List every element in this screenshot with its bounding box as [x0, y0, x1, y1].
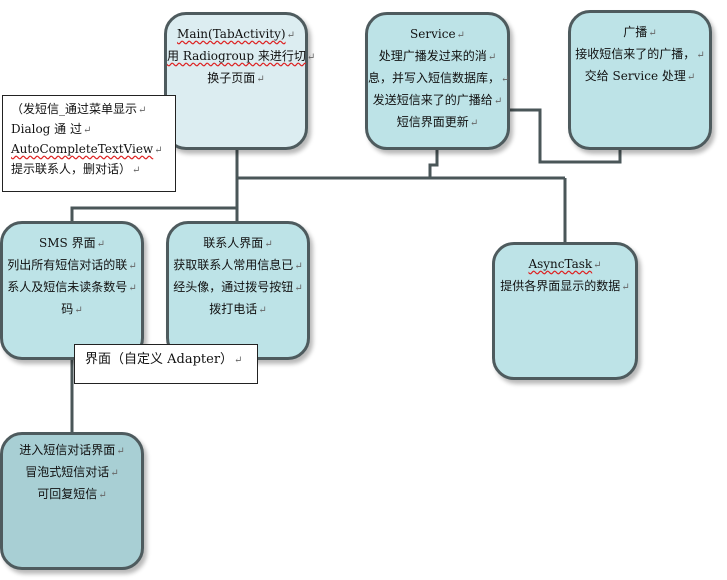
text-line-2: 获取联系人常用信息已↵ [173, 258, 303, 272]
text-line-4: 发送短信来了的广播给↵ [372, 93, 503, 107]
paragraph-mark-icon: ↵ [96, 239, 105, 250]
text-line-1: 进入短信对话界面↵ [19, 443, 125, 457]
paragraph-mark-icon: ↵ [456, 30, 465, 41]
text-line-3: 可回复短信↵ [37, 487, 107, 501]
text-line-4: 码↵ [61, 302, 83, 316]
main-tab-activity-node: Main(TabActivity)↵ 用 Radiogroup 来进行切↵ 换子页面… [164, 12, 316, 150]
paragraph-mark-icon: ↵ [286, 30, 295, 41]
paragraph-mark-icon: ↵ [110, 468, 119, 479]
paragraph-mark-icon: ↵ [487, 52, 497, 63]
paragraph-mark-icon: ↵ [264, 239, 273, 250]
paragraph-mark-icon: ↵ [128, 261, 137, 272]
conversation-screen-node: 进入短信对话界面↵ 冒泡式短信对话↵ 可回复短信↵ [0, 432, 144, 570]
paragraph-mark-icon: ↵ [128, 283, 137, 294]
broadcast-node: 广播↵ 接收短信来了的广播，↵ 交给 Service 处理↵ [568, 10, 712, 150]
paragraph-mark-icon: ↵ [83, 125, 92, 136]
text-line-4: 拨打电话↵ [209, 302, 267, 316]
connector-bus-service [428, 150, 439, 178]
paragraph-mark-icon: ↵ [294, 261, 303, 272]
paragraph-mark-icon: ↵ [258, 305, 267, 316]
text-line-2: 用 Radiogroup 来进行切↵ [167, 49, 316, 63]
text-line-2: 提供各界面显示的数据↵ [500, 279, 630, 293]
paragraph-mark-icon: ↵ [648, 28, 657, 39]
text-line-3: 息，并写入短信数据库，↵ [368, 71, 510, 85]
paragraph-mark-icon: ↵ [501, 74, 510, 85]
text-line-2: 冒泡式短信对话↵ [25, 465, 119, 479]
paragraph-mark-icon: ↵ [116, 446, 125, 457]
connector-service-broadcast [510, 108, 622, 164]
text-line-2: Dialog 通 过↵ [11, 122, 92, 136]
text-line-2: 列出所有短信对话的联↵ [7, 258, 137, 272]
paragraph-mark-icon: ↵ [306, 52, 316, 63]
dialog-note: （发短信_通过菜单显示↵ Dialog 通 过↵ AutoCompleteTextV… [2, 95, 176, 192]
paragraph-mark-icon: ↵ [132, 165, 141, 176]
paragraph-mark-icon: ↵ [256, 74, 265, 85]
paragraph-mark-icon: ↵ [138, 105, 147, 116]
paragraph-mark-icon: ↵ [234, 355, 243, 366]
paragraph-mark-icon: ↵ [74, 305, 83, 316]
paragraph-mark-icon: ↵ [696, 50, 705, 61]
paragraph-mark-icon: ↵ [154, 145, 163, 156]
text-line-2: 处理广播发过来的消↵ [378, 49, 497, 63]
paragraph-mark-icon: ↵ [98, 490, 107, 501]
text-line-3: 交给 Service 处理↵ [584, 69, 696, 83]
paragraph-mark-icon: ↵ [493, 96, 503, 107]
paragraph-mark-icon: ↵ [593, 260, 602, 271]
text-line-1: AsyncTask↵ [528, 257, 602, 271]
text-line-1: Main(TabActivity)↵ [177, 27, 295, 41]
text-line-1: 界面（自定义 Adapter）↵ [85, 352, 243, 367]
text-line-1: 广播↵ [623, 25, 657, 39]
text-line-4: 提示联系人，删对话）↵ [11, 162, 141, 176]
text-line-3: 换子页面↵ [207, 71, 265, 85]
paragraph-mark-icon: ↵ [621, 282, 630, 293]
paragraph-mark-icon: ↵ [294, 283, 303, 294]
service-node: Service↵ 处理广播发过来的消↵ 息，并写入短信数据库，↵ 发送短信来了的广播给… [365, 12, 510, 150]
connector-bus-children [70, 178, 239, 221]
contacts-screen-node: 联系人界面↵ 获取联系人常用信息已↵ 经头像，通过拨号按钮↵ 拨打电话↵ [166, 221, 310, 360]
text-line-1: （发短信_通过菜单显示↵ [11, 102, 147, 116]
sms-screen-node: SMS 界面↵ 列出所有短信对话的联↵ 系人及短信未读条数号↵ 码↵ [0, 221, 144, 360]
paragraph-mark-icon: ↵ [469, 118, 479, 129]
adapter-note: 界面（自定义 Adapter）↵ [74, 344, 258, 384]
text-line-1: 联系人界面↵ [203, 236, 273, 250]
text-line-5: 短信界面更新↵ [396, 115, 479, 129]
asynctask-node: AsyncTask↵ 提供各界面显示的数据↵ [492, 242, 638, 380]
text-line-3: 经头像，通过拨号按钮↵ [173, 280, 303, 294]
text-line-1: SMS 界面↵ [39, 236, 105, 250]
text-line-2: 接收短信来了的广播，↵ [575, 47, 705, 61]
paragraph-mark-icon: ↵ [686, 72, 696, 83]
text-line-3: AutoCompleteTextView↵ [11, 142, 163, 156]
text-line-1: Service↵ [410, 27, 465, 41]
text-line-3: 系人及短信未读条数号↵ [7, 280, 137, 294]
